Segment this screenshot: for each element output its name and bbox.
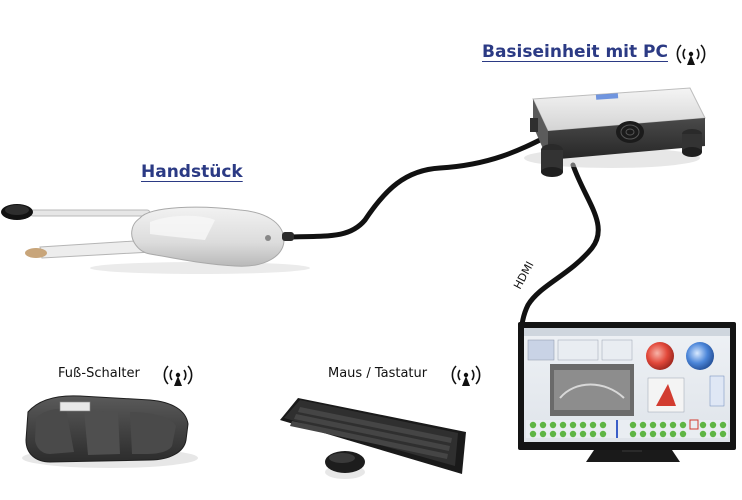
- handpiece-mirror-tip: [1, 204, 33, 220]
- keyboard-keys: [290, 407, 452, 459]
- keyboard-device: [280, 398, 466, 474]
- mouse-device: [325, 451, 365, 479]
- wireless-signal-icon: [676, 44, 706, 65]
- base-unit-device: [524, 87, 706, 177]
- cable-handpiece-to-base: [282, 134, 549, 240]
- base-unit-feet: [530, 118, 702, 177]
- foot-switch-device: [22, 395, 198, 468]
- software-screen-content: [524, 328, 730, 438]
- handpiece-label: Handstück: [141, 162, 243, 182]
- monitor-device: [518, 322, 736, 462]
- mouse-keyboard-label: Maus / Tastatur: [328, 366, 428, 381]
- wireless-signal-icon: [163, 365, 193, 386]
- handpiece-device: [1, 204, 310, 274]
- base-unit-vent-grille: [616, 121, 644, 143]
- base-unit-label: Basiseinheit mit PC: [482, 42, 668, 62]
- wireless-signal-icon: [451, 365, 481, 386]
- foot-switch-label: Fuß-Schalter: [58, 366, 140, 381]
- hdmi-label: HDMI: [511, 259, 536, 291]
